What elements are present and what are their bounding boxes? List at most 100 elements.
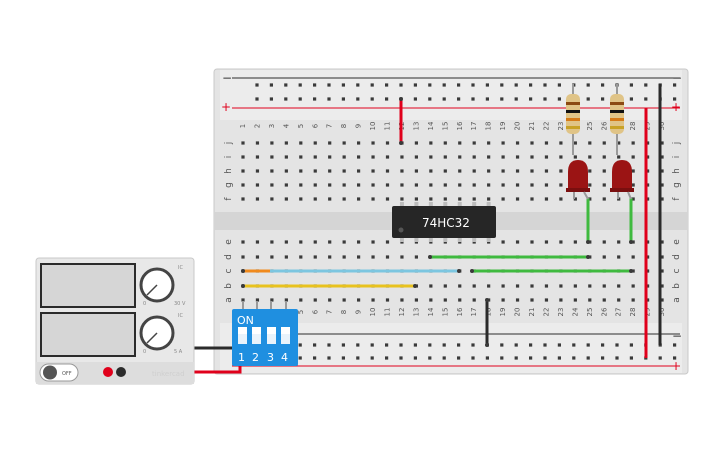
- rail-plus-tr: +: [671, 100, 681, 114]
- column-number: 5: [297, 124, 305, 128]
- column-number: 25: [586, 308, 594, 317]
- column-number: 5: [297, 310, 305, 314]
- row-letter: i: [672, 156, 682, 159]
- column-number: 7: [326, 310, 334, 314]
- column-number: 19: [499, 122, 507, 131]
- ic-chip-icon: [392, 206, 496, 238]
- voltage-knob[interactable]: [139, 267, 175, 303]
- power-button-label: OFF: [62, 371, 72, 377]
- column-number: 23: [557, 308, 565, 317]
- row-letter: b: [672, 283, 682, 289]
- column-number: 6: [311, 309, 319, 314]
- resistor-1[interactable]: [566, 84, 580, 155]
- column-number: 20: [514, 308, 522, 317]
- row-letter: j: [672, 142, 682, 146]
- led-1[interactable]: [566, 160, 590, 200]
- column-number: 10: [369, 122, 377, 131]
- rail-minus-tl: −: [222, 71, 232, 85]
- column-number: 2: [253, 124, 261, 128]
- power-button[interactable]: [39, 363, 79, 382]
- column-number: 7: [326, 124, 334, 128]
- column-number: 30: [658, 122, 666, 131]
- row-letter: g: [672, 182, 682, 188]
- resistor-icon: [566, 94, 580, 134]
- resistor-icon: [610, 94, 624, 134]
- column-number: 8: [340, 310, 348, 314]
- voltage-scale-min: 0: [143, 301, 146, 307]
- row-letter: d: [224, 254, 234, 260]
- dip-toggle-4[interactable]: [281, 327, 290, 344]
- column-number: 3: [268, 124, 276, 128]
- column-number: 15: [441, 308, 449, 317]
- column-number: 22: [542, 122, 550, 131]
- column-number: 19: [499, 308, 507, 317]
- dip-toggle-1[interactable]: [238, 327, 247, 344]
- column-number: 18: [485, 308, 493, 317]
- column-number: 14: [427, 121, 435, 130]
- column-number: 16: [456, 307, 464, 316]
- column-number: 18: [485, 122, 493, 131]
- dip-toggle-3[interactable]: [267, 327, 276, 344]
- current-scale-max: 5 A: [174, 349, 183, 355]
- column-number: 21: [528, 122, 536, 131]
- resistor-2[interactable]: [610, 84, 624, 155]
- column-number: 24: [571, 307, 579, 316]
- dip-toggle-2[interactable]: [252, 327, 261, 344]
- negative-terminal[interactable]: [116, 367, 126, 377]
- ic-74hc32[interactable]: 74HC32: [392, 202, 496, 242]
- rail-plus-tl: +: [221, 100, 231, 114]
- column-number: 12: [398, 308, 406, 317]
- dip-label-1: 1: [238, 351, 245, 364]
- column-number: 29: [644, 122, 652, 131]
- column-number: 26: [600, 307, 608, 316]
- dip-on-label: ON: [237, 314, 254, 327]
- row-letter: e: [672, 239, 682, 245]
- rail-minus-br: −: [672, 329, 682, 343]
- column-number: 23: [557, 122, 565, 131]
- column-number: 16: [456, 121, 464, 130]
- column-number: 26: [600, 121, 608, 130]
- column-number: 20: [514, 122, 522, 131]
- column-number: 11: [384, 308, 392, 317]
- dip-toggles[interactable]: [238, 327, 290, 344]
- chip-label: 74HC32: [422, 216, 470, 230]
- row-letter: i: [224, 156, 234, 159]
- column-number: 22: [542, 308, 550, 317]
- row-letter: f: [224, 197, 234, 201]
- dip-label-4: 4: [281, 351, 288, 364]
- power-supply[interactable]: IC 0 30 V IC 0 5 A OFF tinkercad: [35, 257, 195, 385]
- row-letter: c: [224, 268, 234, 273]
- voltage-scale-max: 30 V: [174, 301, 186, 307]
- positive-terminal[interactable]: [103, 367, 113, 377]
- current-knob[interactable]: [139, 315, 175, 351]
- column-number: 28: [629, 308, 637, 317]
- dip-label-3: 3: [267, 351, 274, 364]
- column-number: 9: [355, 124, 363, 128]
- supply-brand: tinkercad: [152, 370, 185, 378]
- row-letter: a: [672, 297, 682, 303]
- column-number: 10: [369, 308, 377, 317]
- column-number: 14: [427, 307, 435, 316]
- led-2[interactable]: [610, 160, 634, 200]
- column-number: 8: [340, 124, 348, 128]
- column-number: 29: [644, 308, 652, 317]
- column-number: 15: [441, 122, 449, 131]
- column-number: 28: [629, 122, 637, 131]
- row-letter: g: [224, 182, 234, 188]
- column-number: 27: [615, 308, 623, 317]
- column-number: 13: [412, 122, 420, 131]
- chip-pins: [399, 202, 491, 242]
- rail-plus-br: +: [671, 359, 681, 373]
- row-letter: e: [224, 239, 234, 245]
- row-letter: j: [224, 142, 234, 146]
- led-icon: [610, 160, 634, 200]
- column-number: 30: [658, 308, 666, 317]
- dip-switch[interactable]: ON 1 2 3 4: [232, 301, 298, 366]
- rail-minus-tr: −: [672, 71, 682, 85]
- row-letter: c: [672, 268, 682, 273]
- current-scale-min: 0: [143, 349, 146, 355]
- row-letter: d: [672, 254, 682, 260]
- row-letter: h: [224, 168, 234, 174]
- voltage-knob-label: IC: [178, 265, 183, 271]
